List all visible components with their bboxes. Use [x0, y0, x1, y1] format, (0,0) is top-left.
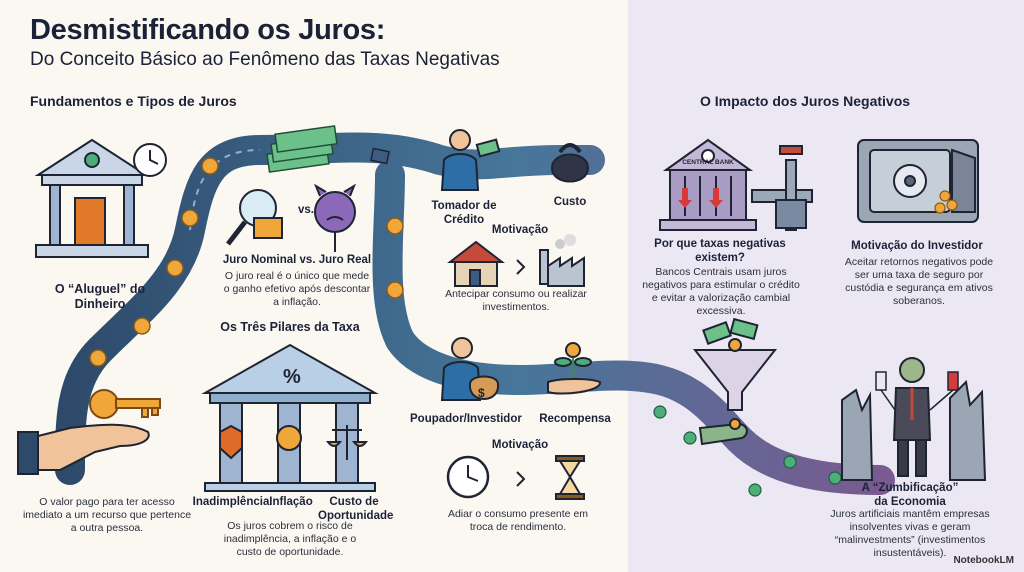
gold-coins-icon [934, 190, 958, 214]
wallet-icon [370, 147, 390, 165]
tomador-label: Tomador de Crédito [431, 200, 497, 226]
page-title: Desmistificando os Juros: [30, 14, 386, 46]
chevron-right-icon [516, 471, 526, 487]
pillar-label-inadimplencia: Inadimplência [192, 496, 270, 508]
por-que-label: Por que taxas negativas existem? [654, 238, 786, 264]
investidor-label: Motivação do Investidor [851, 240, 983, 252]
coin-icon [89, 157, 404, 367]
central-bank-icon [659, 138, 757, 231]
aluguel-label: O “Aluguel” do Dinheiro [54, 282, 146, 311]
hourglass-icon [555, 455, 585, 500]
nominal-real-label: Juro Nominal vs. Juro Real [222, 254, 372, 266]
svg-text:$: $ [478, 386, 485, 400]
recompensa-label: Recompensa [539, 413, 611, 425]
kettlebell-weight-icon [550, 143, 590, 183]
money-plant-hand-icon [547, 342, 601, 395]
iv-bag-icon [875, 371, 959, 411]
house-icon [447, 240, 505, 287]
zumbi-text: Juros artificiais mantêm empresas insolv… [830, 508, 990, 560]
broken-shield-icon [219, 424, 243, 460]
pillar-label-inflacao: Inflação [269, 496, 313, 508]
magnifier-coins-icon [226, 189, 283, 246]
left-section-heading: Fundamentos e Tipos de Juros [30, 93, 237, 109]
central-bank-sign: CENTRAL BANK [682, 159, 734, 166]
down-arrow-icon [678, 188, 723, 208]
bank-building-icon [34, 138, 150, 258]
tomador-motivacao-label: Motivação [491, 224, 549, 236]
safe-vault-icon [857, 139, 979, 223]
por-que-text: Bancos Centrais usam juros negativos par… [642, 266, 800, 318]
investidor-text: Aceitar retornos negativos pode ser uma … [844, 256, 994, 308]
poupador-label: Poupador/Investidor [410, 413, 522, 425]
money-funnel-icon [692, 317, 778, 411]
svg-text:%: % [283, 366, 301, 388]
zumbi-label: A “Zumbificação” da Economia [861, 482, 959, 508]
nominal-real-text: O juro real é o único que mede o ganho e… [223, 270, 371, 309]
custo-label: Custo [553, 196, 587, 208]
vs-label: vs. [298, 204, 314, 216]
pillar-label-custo-oportunidade: Custo de Oportunidade [318, 496, 394, 522]
right-section-heading: O Impacto dos Juros Negativos [700, 93, 911, 109]
factory-icon [539, 234, 585, 287]
chevron-right-icon [516, 259, 526, 275]
clock-icon [133, 143, 167, 177]
aluguel-text: O valor pago para ter acesso imediato a … [22, 496, 192, 535]
zombie-hand-icon [698, 418, 748, 446]
valve-pipe-icon [751, 145, 813, 231]
saver-person-icon: $ [440, 337, 500, 401]
notebooklm-brand: NotebookLM [953, 555, 1014, 566]
money-stack-icon [266, 125, 338, 173]
poupador-motivacao-label: Motivação [491, 439, 549, 451]
three-pillars-temple-icon: % [201, 343, 379, 492]
scale-icon [325, 425, 369, 460]
inflation-monster-icon [313, 183, 357, 252]
tomador-text: Antecipar consumo ou realizar investimen… [445, 288, 587, 314]
zombie-figure-icon [892, 357, 932, 477]
coin-balloon-icon [276, 425, 302, 451]
poupador-text: Adiar o consumo presente em troca de ren… [447, 508, 589, 534]
pillars-text: Os juros cobrem o risco de inadimplência… [223, 520, 357, 559]
open-hand-icon [17, 423, 150, 475]
borrower-person-icon [440, 129, 501, 191]
pillars-heading: Os Três Pilares da Taxa [220, 320, 360, 334]
page-subtitle: Do Conceito Básico ao Fenômeno das Taxas… [30, 49, 500, 70]
ruined-buildings-icon [841, 379, 987, 481]
wall-clock-icon [446, 455, 490, 499]
key-icon [89, 389, 161, 419]
